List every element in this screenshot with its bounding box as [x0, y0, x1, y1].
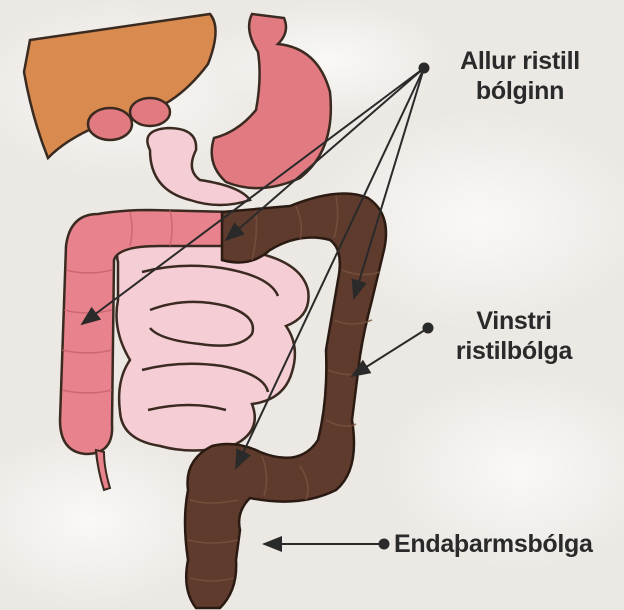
label-left-colitis-line1: Vinstri — [424, 306, 604, 336]
label-total-colitis-line2: bólginn — [432, 76, 608, 106]
label-total-colitis-line1: Allur ristill — [432, 46, 608, 76]
label-proctitis: Endaþarmsbólga — [394, 529, 618, 559]
label-total-colitis: Allur ristill bólginn — [432, 46, 608, 106]
label-proctitis-line1: Endaþarmsbólga — [394, 529, 618, 559]
label-left-colitis-line2: ristilbólga — [424, 336, 604, 366]
label-left-colitis: Vinstri ristilbólga — [424, 306, 604, 366]
